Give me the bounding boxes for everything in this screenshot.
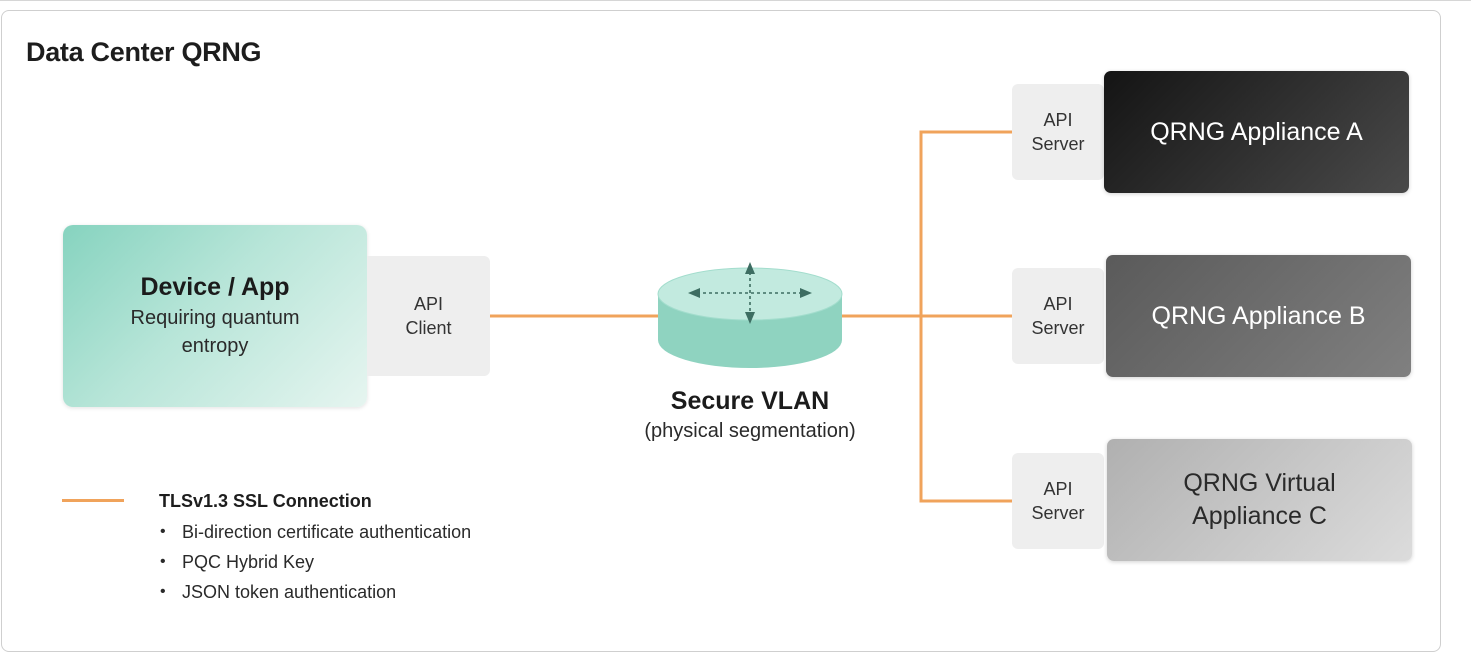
diagram-title: Data Center QRNG [26, 37, 262, 67]
legend-title: TLSv1.3 SSL Connection [159, 491, 372, 511]
vlan-name: Secure VLAN [670, 387, 830, 415]
vlan-switch-icon [657, 262, 843, 368]
api-server-c-label-1: API [1043, 479, 1073, 499]
device-app-box: Device / App Requiring quantum entropy [63, 225, 367, 407]
device-description: Requiring quantum entropy [130, 306, 300, 357]
legend-item-text: PQC Hybrid Key [182, 552, 315, 572]
legend-connection-swatch [62, 499, 124, 502]
appliance-a-name: QRNG Appliance A [1150, 117, 1363, 146]
api-server-a-label-2: Server [1031, 134, 1085, 154]
qrng-appliance-b: QRNG Appliance B [1106, 255, 1411, 377]
bullet-icon: • [160, 553, 166, 570]
api-client-tab: API Client [367, 256, 490, 376]
appliance-c-name: QRNG Virtual Appliance C [1183, 469, 1336, 530]
appliance-b-name: QRNG Appliance B [1151, 301, 1366, 330]
legend-item: • PQC Hybrid Key [160, 550, 471, 580]
qrng-virtual-appliance-c: QRNG Virtual Appliance C [1107, 439, 1412, 561]
bullet-icon: • [160, 523, 166, 540]
api-server-tab-a: API Server [1012, 84, 1104, 180]
legend-item: • Bi-direction certificate authentication [160, 520, 471, 550]
bullet-icon: • [160, 583, 166, 600]
api-client-label-1: API [413, 294, 443, 314]
qrng-appliance-a: QRNG Appliance A [1104, 71, 1409, 193]
legend-item-text: JSON token authentication [182, 582, 397, 602]
api-server-a-label-1: API [1043, 110, 1073, 130]
api-server-tab-c: API Server [1012, 453, 1104, 549]
api-server-c-label-2: Server [1031, 503, 1085, 523]
api-client-label-2: Client [405, 318, 452, 338]
vlan-description: (physical segmentation) [644, 420, 856, 442]
device-name: Device / App [140, 272, 290, 301]
api-server-tab-b: API Server [1012, 268, 1104, 364]
api-server-b-label-1: API [1043, 294, 1073, 314]
legend-item: • JSON token authentication [160, 580, 471, 610]
legend-item-text: Bi-direction certificate authentication [182, 522, 472, 542]
legend-list: • Bi-direction certificate authentication… [160, 520, 471, 610]
top-divider [0, 0, 1471, 1]
vlan-label: Secure VLAN (physical segmentation) [600, 387, 900, 443]
api-server-b-label-2: Server [1031, 318, 1085, 338]
